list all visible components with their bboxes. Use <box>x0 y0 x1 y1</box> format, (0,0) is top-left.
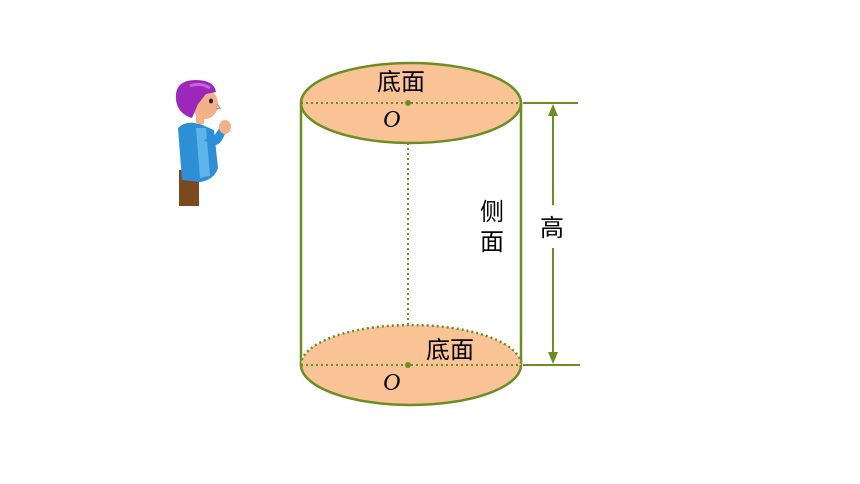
bottom-base <box>299 323 523 407</box>
thinking-person-icon <box>175 80 231 206</box>
bottom-center-point <box>405 362 411 368</box>
height-indicator <box>523 102 580 366</box>
top-face-label: 底面 <box>377 68 425 96</box>
bottom-center-label: O <box>383 370 400 396</box>
side-face-label-line2: 面 <box>480 228 504 256</box>
top-center-label: O <box>383 107 400 133</box>
top-base <box>299 61 523 145</box>
height-label: 高 <box>540 214 564 242</box>
top-center-point <box>405 100 411 106</box>
side-face-label-line1: 侧 <box>480 198 504 226</box>
bottom-face-label: 底面 <box>426 336 474 364</box>
